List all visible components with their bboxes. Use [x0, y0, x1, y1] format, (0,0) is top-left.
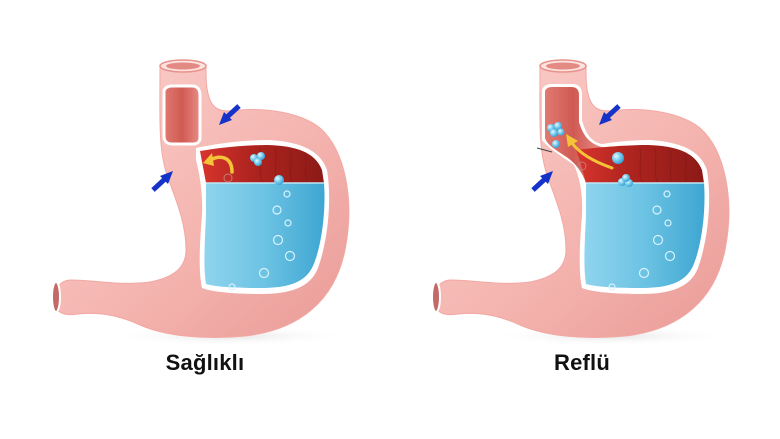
esophagus-opening-inner [546, 62, 580, 70]
panel-healthy: Sağlıklı [51, 59, 350, 375]
sphincter-pressure-arrow-lower [531, 171, 553, 192]
curved-arrow-head [203, 153, 214, 166]
sphincter-marker [536, 147, 553, 153]
caption-reflux: Reflü [554, 350, 610, 375]
sphincter-pressure-arrow-upper [219, 104, 241, 125]
reflux-arrow [570, 141, 614, 170]
panel-reflux: Reflü [380, 0, 770, 439]
refluxed-acid-bubble [552, 140, 560, 148]
gastric-acid [584, 183, 705, 288]
gas-bubble [612, 152, 624, 164]
faint-bubble [223, 173, 233, 183]
duodenum-opening [51, 281, 61, 313]
duodenum-opening [431, 281, 441, 313]
refluxed-acid-cluster [547, 122, 565, 137]
acid-bubbles [228, 190, 296, 291]
acid-bubbles [608, 190, 676, 291]
gastric-acid [204, 183, 325, 288]
gas-bubble-cluster [618, 174, 633, 187]
gastric-rugae [639, 147, 688, 183]
sphincter-pressure-arrow-upper [599, 104, 621, 125]
caption-healthy: Sağlıklı [165, 350, 245, 375]
esophagus-lumen [162, 84, 202, 146]
stomach-lumen-red [200, 145, 324, 183]
faint-bubble [577, 161, 587, 171]
gas-bubble [274, 175, 284, 185]
gas-bubble-cluster [250, 152, 265, 166]
curved-arrow-acid-retained [208, 155, 234, 174]
sphincter-pressure-arrow-lower [151, 171, 173, 192]
healthy-stomach-illustration [51, 59, 350, 346]
esophagus-opening-inner [166, 62, 200, 70]
reflux-arrow-head [566, 134, 578, 147]
reflux-stomach-illustration [431, 59, 730, 346]
